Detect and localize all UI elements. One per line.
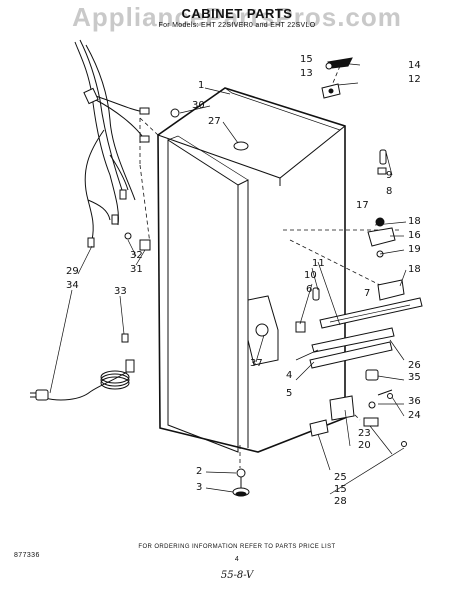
- center-hinge-assembly: [367, 217, 405, 301]
- part-number-label: 9: [386, 170, 393, 181]
- part-number-label: 31: [130, 264, 143, 275]
- part-number-label: 3: [196, 482, 203, 493]
- part-number-label: 14: [408, 60, 421, 71]
- cap-27: [233, 141, 249, 151]
- part-number-label: 18: [408, 264, 421, 275]
- part-number-label: 29: [66, 266, 79, 277]
- part-number-label: 13: [300, 68, 313, 79]
- part-number-label: 37: [250, 358, 263, 369]
- part-number-label: 30: [192, 100, 205, 111]
- handwritten-note: 55-8-V: [220, 570, 254, 581]
- part-number-label: 1: [198, 80, 205, 91]
- part-number-label: 19: [408, 244, 421, 255]
- part-number-label: 11: [312, 258, 325, 269]
- control-housing-37: [247, 295, 279, 366]
- part-number-label: 5: [286, 388, 293, 399]
- mullion-rails: [309, 297, 423, 369]
- part-number-label: 15: [300, 54, 313, 65]
- part-number-label: 36: [408, 396, 421, 407]
- diagram-subtitle: For Models: EHT 22SIVER0 and EHT 22SVLO: [158, 22, 316, 29]
- document-code: 877336: [14, 552, 40, 559]
- part-number-label: 2: [196, 466, 203, 477]
- part-number-label: 28: [334, 496, 347, 507]
- part-number-label: 20: [358, 440, 371, 451]
- part-number-label: 6: [306, 284, 313, 295]
- part-number-label: 32: [130, 250, 143, 261]
- diagram-title: CABINET PARTS: [181, 6, 293, 21]
- wire-harness: [74, 39, 150, 248]
- leveling-leg: [232, 468, 250, 497]
- power-cord: [30, 359, 135, 401]
- part-number-label: 12: [408, 74, 421, 85]
- part-number-label: 27: [208, 116, 221, 127]
- part-number-label: 7: [364, 288, 371, 299]
- door-stop-parts: [377, 149, 387, 175]
- page-number: 4: [234, 556, 240, 563]
- part-number-label: 24: [408, 410, 421, 421]
- part-number-label: 10: [304, 270, 317, 281]
- bumper-30: [170, 108, 180, 118]
- part-number-label: 25: [334, 472, 347, 483]
- callout-leaders: [49, 61, 407, 495]
- part-number-label: 33: [114, 286, 127, 297]
- part-number-label: 15: [334, 484, 347, 495]
- part-number-label: 23: [358, 428, 371, 439]
- part-number-label: 26: [408, 360, 421, 371]
- watermark: AppliancePartsPros.com: [72, 2, 402, 32]
- leader-lines: [139, 65, 400, 468]
- part-number-label: 17: [356, 200, 369, 211]
- part-number-label: 16: [408, 230, 421, 241]
- part-number-label: 8: [386, 186, 393, 197]
- part-number-label: 35: [408, 372, 421, 383]
- lower-hinge-assembly: [309, 369, 407, 447]
- left-bracket-parts: [121, 232, 151, 343]
- part-number-label: 34: [66, 280, 79, 291]
- ordering-note: FOR ORDERING INFORMATION REFER TO PARTS …: [138, 544, 336, 550]
- part-number-label: 4: [286, 370, 293, 381]
- part-number-label: 18: [408, 216, 421, 227]
- cabinet-body: [157, 87, 346, 453]
